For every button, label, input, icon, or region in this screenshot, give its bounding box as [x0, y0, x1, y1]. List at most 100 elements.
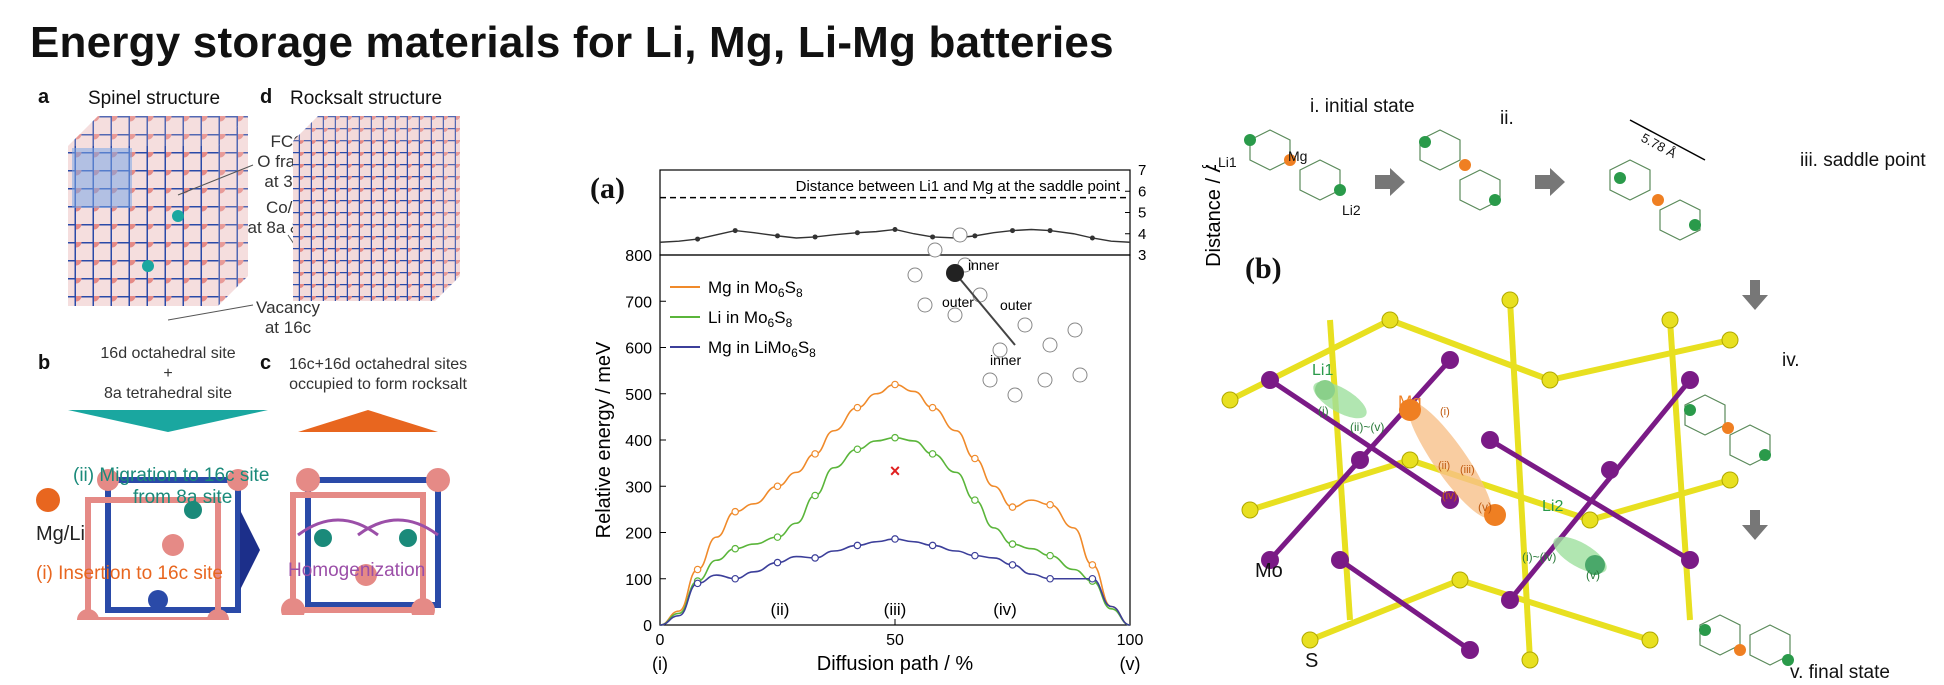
y-tick-label: 0: [643, 618, 652, 635]
chart-panel-letter: (a): [590, 172, 625, 205]
x-tick-label: 100: [1117, 632, 1144, 649]
series-point: [853, 403, 862, 412]
spinel-heading: Spinel structure: [88, 88, 221, 109]
series-point: [1088, 574, 1097, 583]
crystal-mg: Mg: [1398, 392, 1422, 411]
path-label-iii: (iii): [884, 600, 907, 619]
teal-arrow-down: [68, 410, 268, 432]
inset-molecule: [907, 227, 1088, 403]
ion-label: Mg/Li: [36, 523, 85, 545]
state-ii: ii.: [1500, 108, 1514, 129]
series-point: [1046, 500, 1054, 509]
series-point: [853, 541, 862, 550]
distance-point: [1010, 228, 1015, 234]
distance-point: [892, 227, 898, 232]
series-point: [693, 579, 702, 588]
left-figure: a Spinel structure FCC O frame at 32e Co…: [28, 80, 568, 685]
callout-vacancy: Vacancy at 16c: [256, 298, 320, 337]
distance-tick-label: 4: [1138, 226, 1146, 243]
li1-step-i: (i): [1318, 404, 1329, 418]
legend: Mg in Mo6S8 Li in Mo6S8 Mg in LiMo6S8: [670, 278, 816, 360]
homogenization-label: Homogenization: [288, 560, 426, 581]
state-final: v. final state: [1790, 662, 1890, 683]
series-point: [891, 380, 899, 389]
rocksalt-heading: Rocksalt structure: [290, 88, 443, 109]
series-point: [773, 482, 782, 491]
series-point: [811, 554, 819, 562]
panel-b-letter: (b): [1245, 252, 1282, 285]
series-point: [891, 433, 899, 442]
insertion-cube-image: [77, 469, 248, 620]
series-point: [731, 544, 740, 553]
li1-step-ii-v: (ii)~(v): [1350, 420, 1385, 434]
distance-tick-label: 6: [1138, 183, 1146, 200]
slide-title: Energy storage materials for Li, Mg, Li-…: [30, 18, 1114, 67]
inset-outer-left: outer: [942, 294, 974, 310]
distance-annotation: Distance between Li1 and Mg at the saddl…: [796, 178, 1121, 195]
panel-letter-d: d: [260, 86, 273, 108]
state-saddle: iii. saddle point: [1800, 150, 1926, 171]
distance-tick-label: 3: [1138, 247, 1146, 264]
series-point: [928, 541, 937, 550]
series-point: [928, 403, 937, 412]
crystal-structure-image: [1221, 291, 1739, 669]
y-tick-label: 800: [625, 248, 652, 265]
rocksalt-caption: 16c+16d octahedral sites occupied to for…: [288, 356, 468, 393]
legend-entry-mg-limo6s8: Mg in LiMo6S8: [708, 338, 816, 360]
distance-point: [1047, 228, 1053, 234]
series-point: [971, 551, 979, 560]
mg-step-i: (i): [1440, 406, 1450, 418]
rocksalt-structure-image: [293, 116, 460, 301]
distance-points: [695, 227, 1095, 242]
state-iv: iv.: [1782, 350, 1800, 371]
inset-atom-icon: [946, 264, 964, 282]
crystal-li1: Li1: [1312, 362, 1334, 379]
series-point: [971, 496, 979, 504]
y-tick-label: 500: [625, 387, 652, 404]
panel-letter-b: b: [38, 352, 51, 374]
x-axis-ticks: 0 50 100: [656, 619, 1144, 649]
label-s: S: [1305, 650, 1319, 672]
right-figure: i. initial state ii. iii. saddle point i…: [1210, 90, 1944, 685]
inset-inner-bottom: inner: [990, 352, 1021, 368]
orange-arrow-up: [298, 410, 438, 432]
x-tick-label: 0: [656, 632, 665, 649]
distance-point: [695, 236, 701, 242]
series-point: [811, 450, 819, 458]
mg-step-ii: (ii): [1438, 460, 1451, 472]
series-point: [891, 535, 899, 543]
li2-step-i-iv: (i)~(iv): [1522, 550, 1557, 564]
y-axis-label: Relative energy / meV: [593, 341, 615, 538]
li2-step-v: (v): [1586, 568, 1600, 582]
path-label-iv: (iv): [993, 600, 1017, 619]
state-sketches: [1244, 119, 1794, 666]
series-point: [1046, 574, 1054, 583]
distance-point: [854, 230, 860, 236]
energy-chart: Distance between Li1 and Mg at the saddl…: [593, 165, 1225, 675]
spinel-structure-image: [68, 116, 248, 306]
navy-arrow-right: [240, 510, 260, 590]
right-axis-label: Distance / Å: [1202, 165, 1225, 267]
y-tick-label: 700: [625, 294, 652, 311]
series-lines: [659, 380, 1131, 626]
inset-inner-top: inner: [968, 257, 999, 273]
series-point: [811, 491, 819, 500]
series-line-0: [659, 383, 1131, 626]
series-point: [928, 450, 937, 458]
state-initial: i. initial state: [1310, 96, 1415, 117]
migration-label: (ii) Migration to 16c site from 8a site: [73, 465, 270, 508]
distance-point: [812, 234, 818, 240]
series-point: [1046, 551, 1054, 560]
y-tick-label: 300: [625, 479, 652, 496]
series-point: [773, 533, 782, 541]
series-point: [773, 558, 782, 567]
distance-point: [972, 233, 978, 239]
x-tick-label: 50: [886, 632, 904, 649]
x-axis-label: Diffusion path / %: [817, 653, 974, 675]
series-point: [1008, 561, 1017, 569]
path-end-label: (v): [1120, 654, 1141, 674]
spinel-caption: 16d octahedral site + 8a tetrahedral sit…: [100, 345, 236, 402]
y-tick-label: 100: [625, 572, 652, 589]
